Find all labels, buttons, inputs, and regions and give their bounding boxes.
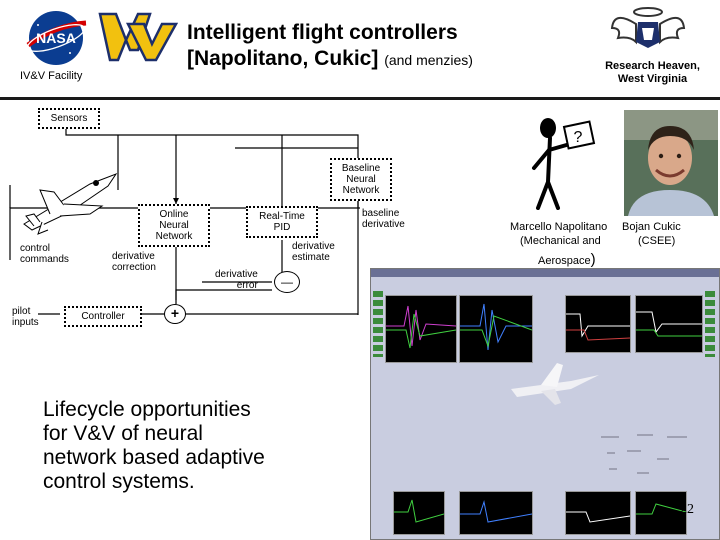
sim-plot-panel-7 [565, 491, 631, 535]
minus-sign: — [281, 275, 293, 289]
sim-plot-panel-4 [635, 295, 703, 353]
pilot-inputs-label: pilot inputs [12, 306, 39, 328]
online-nn-box: Online Neural Network [138, 204, 210, 247]
cukic-dept: (CSEE) [638, 235, 676, 247]
sim-plot-panel-8 [635, 491, 687, 535]
sum-junction-control: + [164, 304, 186, 324]
sim-plot-panel-5 [393, 491, 445, 535]
svg-text:?: ? [574, 129, 583, 146]
hud-readouts [597, 429, 697, 489]
napolitano-dept: (Mechanical and [520, 235, 601, 247]
napolitano-dept-2: Aerospace) [538, 251, 596, 268]
aerospace-text: Aerospace [538, 255, 591, 267]
realtime-pid-box: Real-Time PID [246, 206, 318, 238]
sensors-box: Sensors [38, 108, 100, 129]
derivative-correction-label: derivative correction [112, 251, 156, 273]
cukic-name: Bojan Cukic [622, 221, 681, 233]
research-heaven-logo [608, 2, 688, 60]
sim-window-titlebar [371, 269, 719, 277]
portrait-photo [624, 110, 718, 216]
research-heaven-text: Research Heaven, [605, 60, 700, 72]
baseline-nn-box: Baseline Neural Network [330, 158, 392, 201]
research-heaven-label: Research Heaven, West Virginia [590, 60, 715, 86]
nasa-logo: NASA [20, 5, 92, 71]
controller-box: Controller [64, 306, 142, 327]
derivative-error-label: derivative error [215, 269, 258, 291]
header-divider [0, 97, 720, 100]
flight-simulator-screenshot [370, 268, 720, 540]
derivative-estimate-label: derivative estimate [292, 241, 335, 263]
plus-sign: + [170, 305, 180, 321]
aircraft-render [511, 359, 601, 407]
wvu-logo [98, 10, 179, 62]
west-virginia-text: West Virginia [617, 73, 688, 85]
sum-junction-error: — [274, 271, 300, 293]
control-commands-label: control commands [20, 243, 69, 265]
napolitano-name: Marcello Napolitano [510, 221, 608, 233]
title-suffix: (and menzies) [384, 52, 473, 68]
lifecycle-text: Lifecycle opportunities for V&V of neura… [43, 398, 265, 493]
close-paren: ) [590, 251, 596, 268]
sim-left-toolbar [373, 291, 383, 357]
facility-label: IV&V Facility [20, 70, 83, 82]
slide-title: Intelligent flight controllers [Napolita… [187, 20, 473, 73]
sim-plot-panel-1 [385, 295, 457, 363]
fighter-jet-sketch [20, 168, 124, 238]
thinking-stick-figure: ? [528, 110, 604, 210]
title-line-2: [Napolitano, Cukic] (and menzies) [187, 47, 473, 70]
sim-right-toolbar [705, 291, 715, 357]
sim-plot-panel-6 [459, 491, 533, 535]
page-number: 22 [680, 502, 694, 517]
title-line-1: Intelligent flight controllers [187, 21, 458, 44]
svg-text:NASA: NASA [36, 30, 76, 46]
baseline-derivative-label: baseline derivative [362, 208, 405, 230]
sim-plot-panel-2 [459, 295, 533, 363]
sim-plot-panel-3 [565, 295, 631, 353]
